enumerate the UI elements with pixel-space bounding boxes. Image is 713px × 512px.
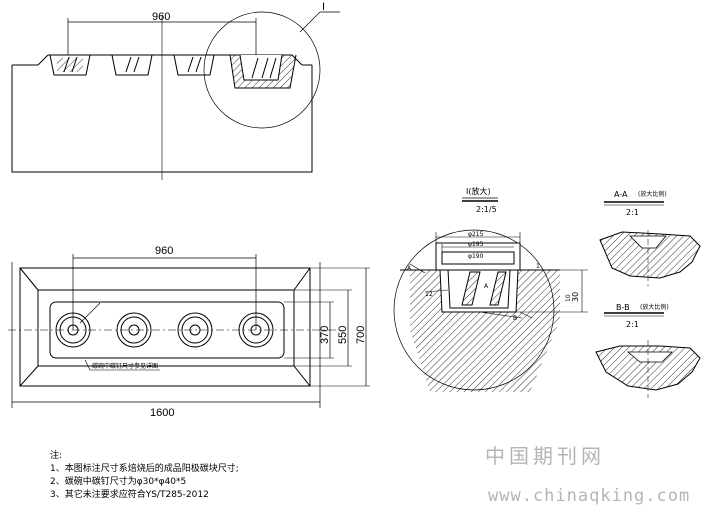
watermark-url: www.chinaqking.com <box>488 486 691 506</box>
bb-title-suffix: (放大比例) <box>640 303 669 311</box>
note-2: 2、碳碗中碳钉尺寸为φ30*φ40*5 <box>50 477 187 487</box>
plan-dim-960: 960 <box>155 245 173 257</box>
detail-label-12: 12 <box>425 291 433 298</box>
bowl-3 <box>173 54 215 76</box>
hole-4 <box>238 312 274 348</box>
aa-title: A-A <box>614 190 628 199</box>
plan-dim-700: 700 <box>355 326 367 344</box>
notes-heading: 注: <box>50 451 63 461</box>
hole-2 <box>116 312 152 348</box>
plan-view <box>8 254 370 408</box>
note-1: 1、本图标注尺寸系焙烧后的成品阳极碳块尺寸; <box>50 464 239 474</box>
detail-label-b: B <box>513 315 517 322</box>
watermark-cn: 中国期刊网 <box>485 444 605 468</box>
section-BB <box>595 312 701 398</box>
plan-dim-370: 370 <box>319 326 331 344</box>
bb-scale: 2:1 <box>626 320 639 329</box>
elevation-view <box>11 11 340 180</box>
notes: 注: 1、本图标注尺寸系焙烧后的成品阳极碳块尺寸; 2、碳碗中碳钉尺寸为φ30*… <box>50 450 239 502</box>
detail-I <box>393 197 588 392</box>
detail-dim-d: 30 <box>571 292 580 302</box>
top-dim-960: 960 <box>152 11 170 23</box>
detail-label-a2: A <box>484 283 489 290</box>
plan-callout: 碳碗中碳钉尺寸参见详图 <box>92 362 158 370</box>
hole-1 <box>55 312 91 348</box>
detail-dim-c: φ190 <box>468 253 484 260</box>
bowl-4 <box>229 54 297 89</box>
bowl-1 <box>49 54 91 76</box>
hole-3 <box>177 312 213 348</box>
detail-dim-e: 10 <box>565 294 572 302</box>
detail-label-a: A <box>407 265 412 272</box>
aa-title-suffix: (放大比例) <box>638 190 667 198</box>
detail-dim-b: φ195 <box>468 241 484 248</box>
bowl-2 <box>111 54 153 76</box>
detail-dim-a: φ215 <box>468 231 484 238</box>
bb-title: B-B <box>616 303 630 312</box>
detail-label-1: 1 <box>536 263 540 270</box>
note-3: 3、其它未注要求应符合YS/T285-2012 <box>50 490 209 500</box>
section-AA <box>599 201 701 286</box>
plan-dim-550: 550 <box>337 326 349 344</box>
plan-dim-1600: 1600 <box>150 407 174 419</box>
aa-scale: 2:1 <box>626 208 639 217</box>
detail-title: I(放大) <box>466 186 491 196</box>
detail-ref-label: I <box>322 1 325 13</box>
detail-scale: 2:1/5 <box>476 205 497 214</box>
